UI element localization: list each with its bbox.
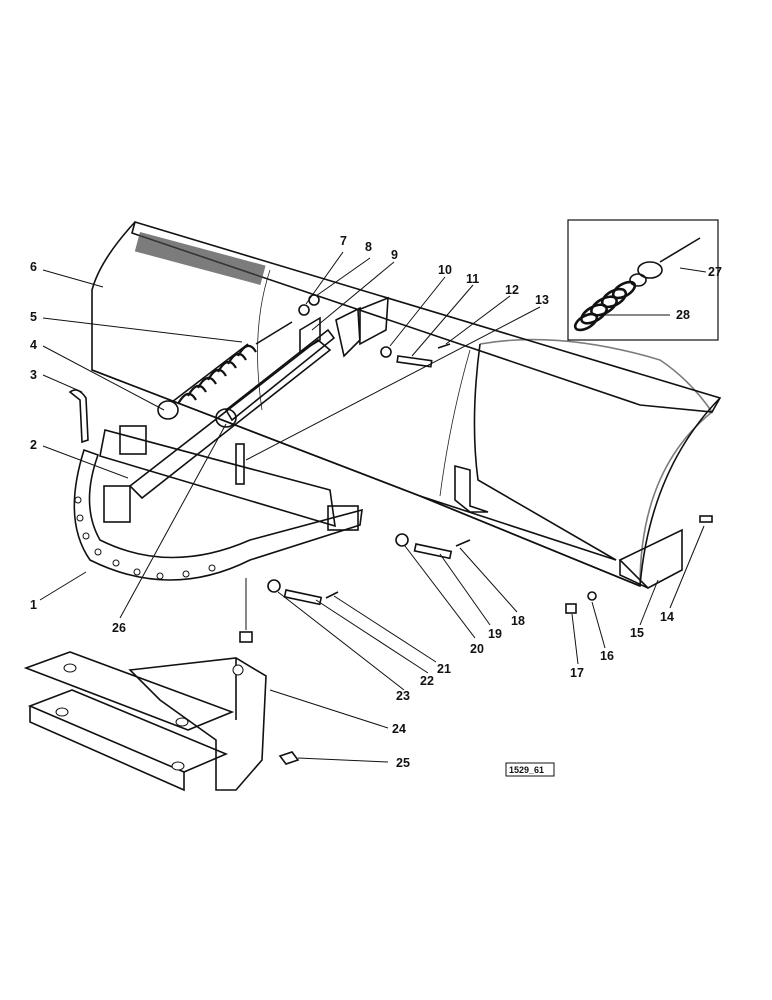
callout-19: 19 bbox=[488, 627, 502, 641]
callout-3: 3 bbox=[30, 368, 37, 382]
callout-27: 27 bbox=[708, 265, 722, 279]
callout-24: 24 bbox=[392, 722, 406, 736]
callout-1: 1 bbox=[30, 598, 37, 612]
drawing-ref-label: 1529_61 bbox=[509, 765, 544, 775]
callout-26: 26 bbox=[112, 621, 126, 635]
hardware bbox=[68, 294, 713, 614]
callout-8: 8 bbox=[365, 240, 372, 254]
callout-6: 6 bbox=[30, 260, 37, 274]
callout-23: 23 bbox=[396, 689, 410, 703]
callout-7: 7 bbox=[340, 234, 347, 248]
pivot-quadrant bbox=[73, 425, 363, 581]
callout-20: 20 bbox=[470, 642, 484, 656]
callout-9: 9 bbox=[391, 248, 398, 262]
mounting-bracket bbox=[23, 631, 300, 792]
callout-14: 14 bbox=[660, 610, 674, 624]
spring-assembly bbox=[157, 321, 293, 420]
blade bbox=[91, 220, 722, 588]
callout-22: 22 bbox=[420, 674, 434, 688]
callout-15: 15 bbox=[630, 626, 644, 640]
drawing-reference: 1529_61 bbox=[505, 762, 555, 777]
callout-21: 21 bbox=[437, 662, 451, 676]
callout-28: 28 bbox=[676, 308, 690, 322]
callout-16: 16 bbox=[600, 649, 614, 663]
push-arm bbox=[128, 328, 336, 500]
callout-12: 12 bbox=[505, 283, 519, 297]
callout-10: 10 bbox=[438, 263, 452, 277]
cutting-edge bbox=[618, 528, 683, 589]
inset-detail bbox=[567, 219, 719, 341]
callout-2: 2 bbox=[30, 438, 37, 452]
callout-17: 17 bbox=[570, 666, 584, 680]
callouts: 1 2 3 4 5 6 7 8 9 10 11 12 13 14 15 16 1… bbox=[30, 234, 722, 770]
callout-25: 25 bbox=[396, 756, 410, 770]
callout-13: 13 bbox=[535, 293, 549, 307]
callout-5: 5 bbox=[30, 310, 37, 324]
callout-11: 11 bbox=[466, 272, 479, 286]
callout-4: 4 bbox=[30, 338, 37, 352]
callout-18: 18 bbox=[511, 614, 525, 628]
leader-lines bbox=[39, 251, 707, 763]
